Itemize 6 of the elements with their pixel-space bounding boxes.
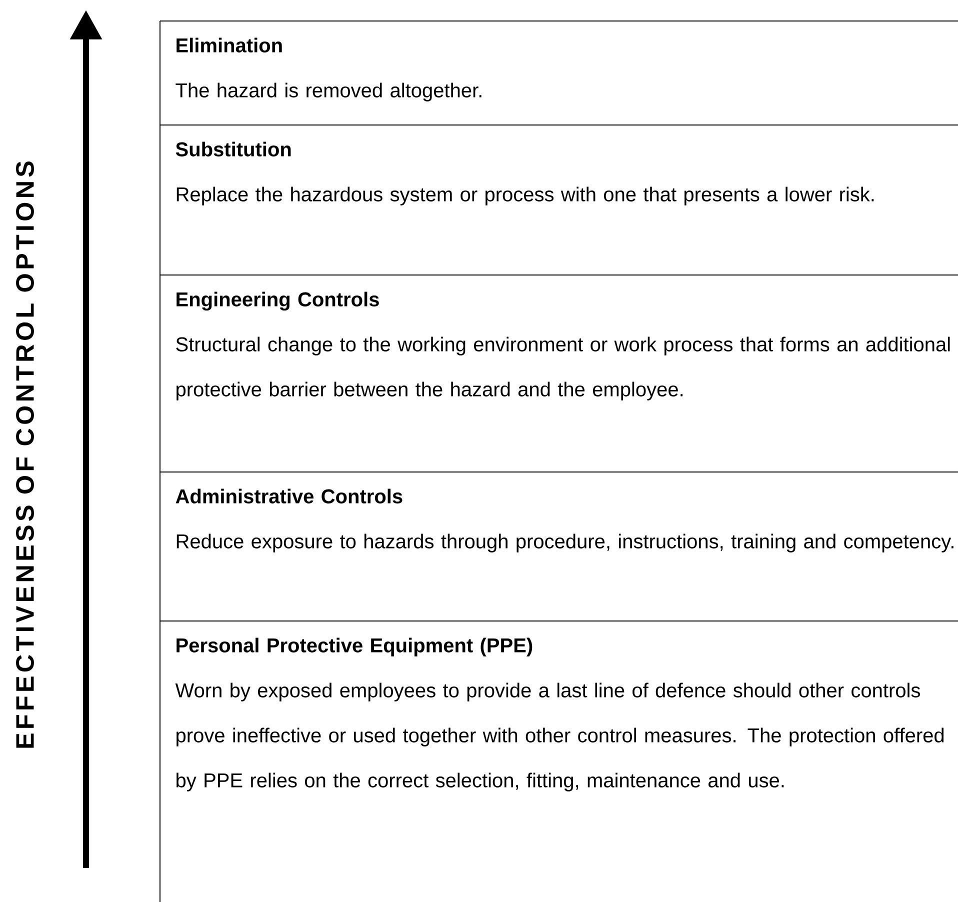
hierarchy-level: Substitution Replace the hazardous system or process with one that presents a lower risk. (160, 124, 958, 276)
hierarchy-level: Engineering Controls Structural change to the working environment or work process that forms an additional protective barrier between the hazard and the employee. (160, 274, 958, 472)
hierarchy-level: Administrative Controls Reduce exposure to hazards through procedure, instructions, training and competency. (160, 472, 958, 622)
axis-label: EFFECTIVENESS OF CONTROL OPTIONS (16, 161, 34, 748)
hierarchy-level: Personal Protective Equipment (PPE) Worn by exposed employees to provide a last line of defence should other controls prove ineffective or used together with other control measures. The protection offered by PPE relies on the correct selection, fitting, maintenance and use. (160, 620, 958, 902)
hierarchy-level: Elimination The hazard is removed altogether. (160, 20, 958, 126)
